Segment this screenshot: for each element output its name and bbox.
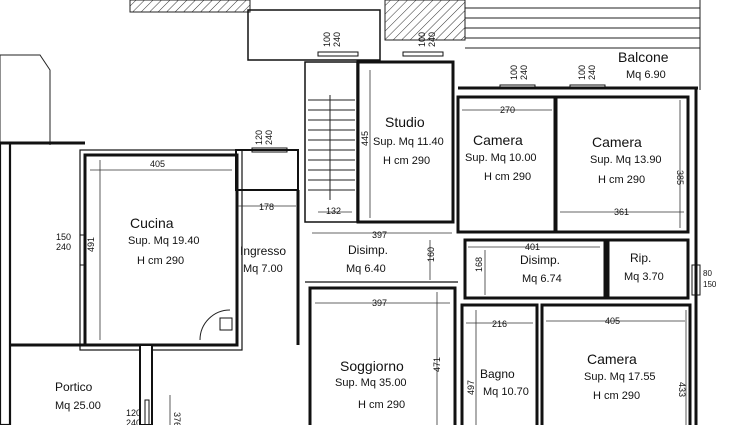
dim-405a: 405 [150, 159, 165, 169]
soggiorno-height: H cm 290 [358, 399, 405, 411]
kitchen-appliance [219, 317, 233, 331]
cucina-area: Sup. Mq 19.40 [128, 235, 200, 247]
win-2b: 240 [427, 32, 437, 47]
portico-area: Mq 25.00 [55, 400, 101, 412]
ingresso-area: Mq 7.00 [243, 263, 283, 275]
win-8b: 240 [126, 418, 141, 425]
dim-376: 376 [172, 412, 182, 425]
bagno-name: Bagno [480, 367, 515, 381]
studio-name: Studio [385, 114, 425, 130]
walls [0, 60, 698, 425]
kitchen-door-swing [199, 309, 231, 341]
win-3a: 100 [509, 65, 519, 80]
dim-178: 178 [259, 202, 274, 212]
bagno-area: Mq 10.70 [483, 386, 529, 398]
dim-471: 471 [432, 357, 442, 372]
dim-401: 401 [525, 242, 540, 252]
camera1-name: Camera [473, 132, 523, 148]
dim-361: 361 [614, 207, 629, 217]
stairs [308, 95, 355, 200]
dim-491: 491 [86, 237, 96, 252]
balcone-area: Mq 6.90 [626, 69, 666, 81]
camera3-height: H cm 290 [593, 390, 640, 402]
soggiorno-name: Soggiorno [340, 358, 404, 374]
rip-area: Mq 3.70 [624, 271, 664, 283]
cucina-height: H cm 290 [137, 255, 184, 267]
win-3b: 240 [519, 65, 529, 80]
dim-160: 160 [426, 247, 436, 262]
dimension-lines [90, 70, 687, 425]
balcone-name: Balcone [618, 49, 669, 65]
dim-216: 216 [492, 319, 507, 329]
window-markers [79, 51, 701, 425]
dim-497: 497 [466, 380, 476, 395]
win-5b: 240 [264, 130, 274, 145]
cucina-name: Cucina [130, 215, 174, 231]
win-8a: 120 [126, 408, 141, 418]
disimp1-name: Disimp. [348, 243, 388, 257]
camera3-name: Camera [587, 351, 637, 367]
camera2-name: Camera [592, 134, 642, 150]
dim-270: 270 [500, 105, 515, 115]
win-5a: 120 [254, 130, 264, 145]
camera2-area: Sup. Mq 13.90 [590, 154, 662, 166]
win-1a: 100 [322, 32, 332, 47]
disimp2-area: Mq 6.74 [522, 273, 562, 285]
terrace-hatch-right [384, 0, 466, 41]
win-7b: 150 [703, 280, 717, 289]
dim-168: 168 [474, 257, 484, 272]
terrace-hatch [129, 0, 251, 13]
win-4a: 100 [577, 65, 587, 80]
exterior-outline [0, 54, 51, 145]
studio-height: H cm 290 [383, 155, 430, 167]
win-2a: 100 [417, 32, 427, 47]
win-6a: 150 [56, 232, 71, 242]
dim-397b: 397 [372, 298, 387, 308]
dim-433: 433 [677, 382, 687, 397]
camera1-area: Sup. Mq 10.00 [465, 152, 537, 164]
disimp1-area: Mq 6.40 [346, 263, 386, 275]
rip-name: Rip. [630, 251, 651, 265]
disimp2-name: Disimp. [520, 253, 560, 267]
portico-name: Portico [55, 380, 93, 394]
win-1b: 240 [332, 32, 342, 47]
dim-385: 385 [675, 170, 685, 185]
win-7a: 80 [703, 269, 712, 278]
camera2-height: H cm 290 [598, 174, 645, 186]
dim-132: 132 [326, 206, 341, 216]
win-4b: 240 [587, 65, 597, 80]
studio-area: Sup. Mq 11.40 [373, 136, 444, 148]
dim-445: 445 [360, 131, 370, 146]
ingresso-name: Ingresso [240, 244, 286, 258]
win-6b: 240 [56, 242, 71, 252]
balcone-decking [465, 0, 701, 90]
camera3-area: Sup. Mq 17.55 [584, 371, 656, 383]
stair-core-top [247, 9, 381, 61]
dim-397a: 397 [372, 230, 387, 240]
dim-405b: 405 [605, 316, 620, 326]
soggiorno-area: Sup. Mq 35.00 [335, 377, 407, 389]
camera1-height: H cm 290 [484, 171, 531, 183]
